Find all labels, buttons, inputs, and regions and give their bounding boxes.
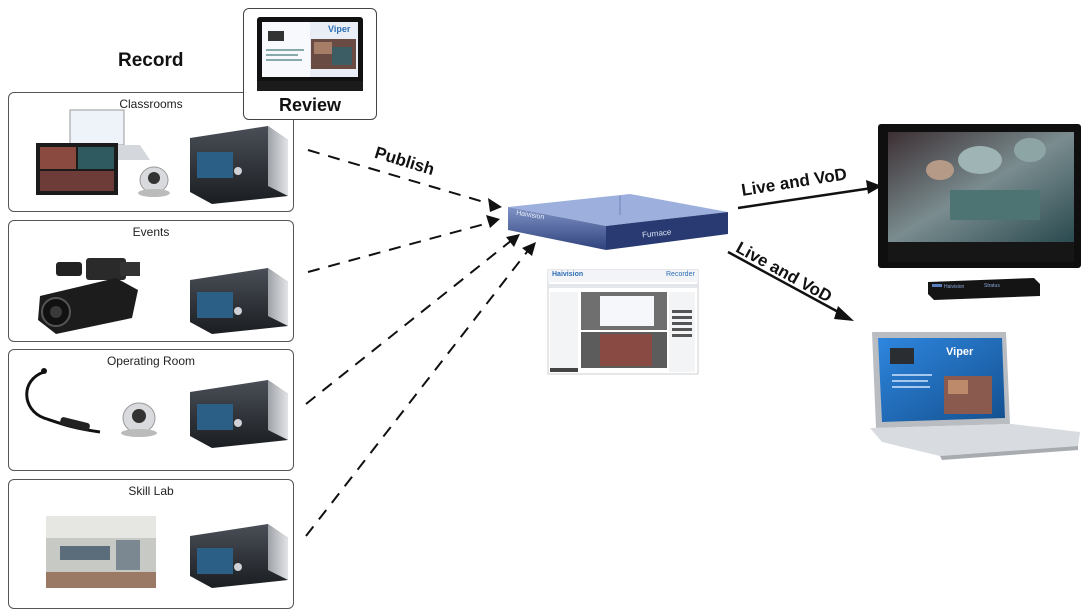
ptz-camera-icon bbox=[121, 402, 157, 437]
settop-model: Stratus bbox=[984, 283, 1000, 289]
web-ui-screenshot bbox=[547, 269, 699, 375]
recorder-device-icon bbox=[190, 268, 288, 334]
panel-label: Events bbox=[132, 225, 170, 239]
classroom-screen-icon bbox=[36, 143, 118, 195]
review-screen-brand: Viper bbox=[328, 24, 351, 34]
settop-brand: Haivision bbox=[944, 284, 965, 290]
server-icon bbox=[508, 194, 728, 250]
laptop-screen-brand: Viper bbox=[946, 346, 974, 358]
panel-label: Operating Room bbox=[106, 354, 196, 368]
skill-lab-photo bbox=[46, 516, 156, 588]
record-title: Record bbox=[118, 50, 184, 71]
review-box: Viper Review bbox=[243, 8, 377, 120]
recorder-device-icon bbox=[190, 380, 288, 448]
web-ui-app: Recorder bbox=[666, 271, 695, 278]
web-ui-brand: Haivision bbox=[552, 271, 584, 278]
laptop-icon bbox=[870, 332, 1080, 460]
recorder-device-icon bbox=[190, 126, 288, 204]
review-tv-icon bbox=[257, 17, 363, 91]
panel-label: Classrooms bbox=[119, 97, 183, 111]
live-arrows bbox=[727, 180, 882, 321]
illustrations bbox=[25, 109, 1081, 588]
review-label: Review bbox=[278, 95, 342, 115]
ptz-camera-icon bbox=[138, 166, 170, 197]
publish-arrowheads bbox=[486, 198, 536, 256]
set-top-box-icon bbox=[928, 278, 1040, 300]
panel-label: Skill Lab bbox=[128, 484, 174, 498]
tv-monitor-icon bbox=[878, 124, 1081, 268]
recorder-device-icon bbox=[190, 524, 288, 588]
camcorder-icon bbox=[38, 258, 140, 334]
publish-connectors bbox=[305, 149, 531, 537]
endoscope-icon bbox=[25, 368, 101, 434]
